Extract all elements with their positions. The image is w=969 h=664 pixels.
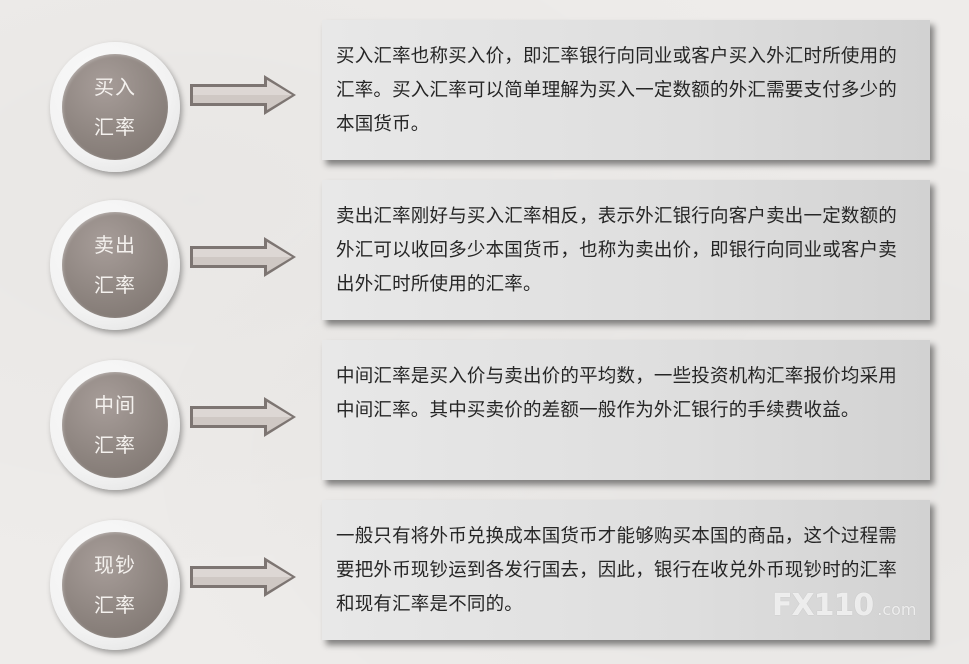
rate-label-line2: 汇率 — [94, 115, 136, 139]
rate-description: 一般只有将外币兑换成本国货币才能够购买本国的商品，这个过程需要把外币现钞运到各发… — [336, 526, 898, 615]
right-arrow-icon — [190, 75, 296, 115]
rate-label-line2: 汇率 — [94, 273, 136, 297]
watermark-suffix: .com — [877, 600, 917, 619]
rate-label-line1: 现钞 — [94, 553, 136, 577]
rate-row-middle: 中间 汇率 中间汇率是买入价与卖出价的平均数，一些投资机构汇率报价均采用中间汇率… — [0, 340, 969, 490]
rate-label-circle: 卖出 汇率 — [50, 200, 180, 330]
rate-label-circle: 买入 汇率 — [50, 42, 180, 172]
rate-label: 卖出 汇率 — [62, 212, 168, 318]
rate-row-cash: 现钞 汇率 一般只有将外币兑换成本国货币才能够购买本国的商品，这个过程需要把外币… — [0, 500, 969, 650]
rate-label-circle: 中间 汇率 — [50, 360, 180, 490]
rate-label: 中间 汇率 — [62, 372, 168, 478]
site-watermark: FX110 .com — [772, 588, 917, 623]
watermark-brand: FX110 — [772, 588, 874, 623]
rate-label-line2: 汇率 — [94, 593, 136, 617]
rate-description-box: 中间汇率是买入价与卖出价的平均数，一些投资机构汇率报价均采用中间汇率。其中买卖价… — [322, 340, 930, 480]
rate-description-box: 一般只有将外币兑换成本国货币才能够购买本国的商品，这个过程需要把外币现钞运到各发… — [322, 500, 930, 640]
rate-label-line1: 中间 — [94, 393, 136, 417]
rate-label: 买入 汇率 — [62, 54, 168, 160]
rate-label-line1: 买入 — [94, 75, 136, 99]
rate-description-box: 卖出汇率刚好与买入汇率相反，表示外汇银行向客户卖出一定数额的外汇可以收回多少本国… — [322, 180, 930, 320]
rate-description: 中间汇率是买入价与卖出价的平均数，一些投资机构汇率报价均采用中间汇率。其中买卖价… — [336, 366, 898, 421]
rate-row-sell: 卖出 汇率 卖出汇率刚好与买入汇率相反，表示外汇银行向客户卖出一定数额的外汇可以… — [0, 180, 969, 330]
rate-description: 买入汇率也称买入价，即汇率银行向同业或客户买入外汇时所使用的汇率。买入汇率可以简… — [336, 46, 898, 135]
right-arrow-icon — [190, 557, 296, 597]
rate-label-line2: 汇率 — [94, 433, 136, 457]
right-arrow-icon — [190, 397, 296, 437]
rate-label: 现钞 汇率 — [62, 532, 168, 638]
rate-label-circle: 现钞 汇率 — [50, 520, 180, 650]
rate-description: 卖出汇率刚好与买入汇率相反，表示外汇银行向客户卖出一定数额的外汇可以收回多少本国… — [336, 206, 898, 295]
rate-row-buy: 买入 汇率 买入汇率也称买入价，即汇率银行向同业或客户买入外汇时所使用的汇率。买… — [0, 20, 969, 172]
right-arrow-icon — [190, 237, 296, 277]
rate-label-line1: 卖出 — [94, 233, 136, 257]
rate-description-box: 买入汇率也称买入价，即汇率银行向同业或客户买入外汇时所使用的汇率。买入汇率可以简… — [322, 20, 930, 160]
